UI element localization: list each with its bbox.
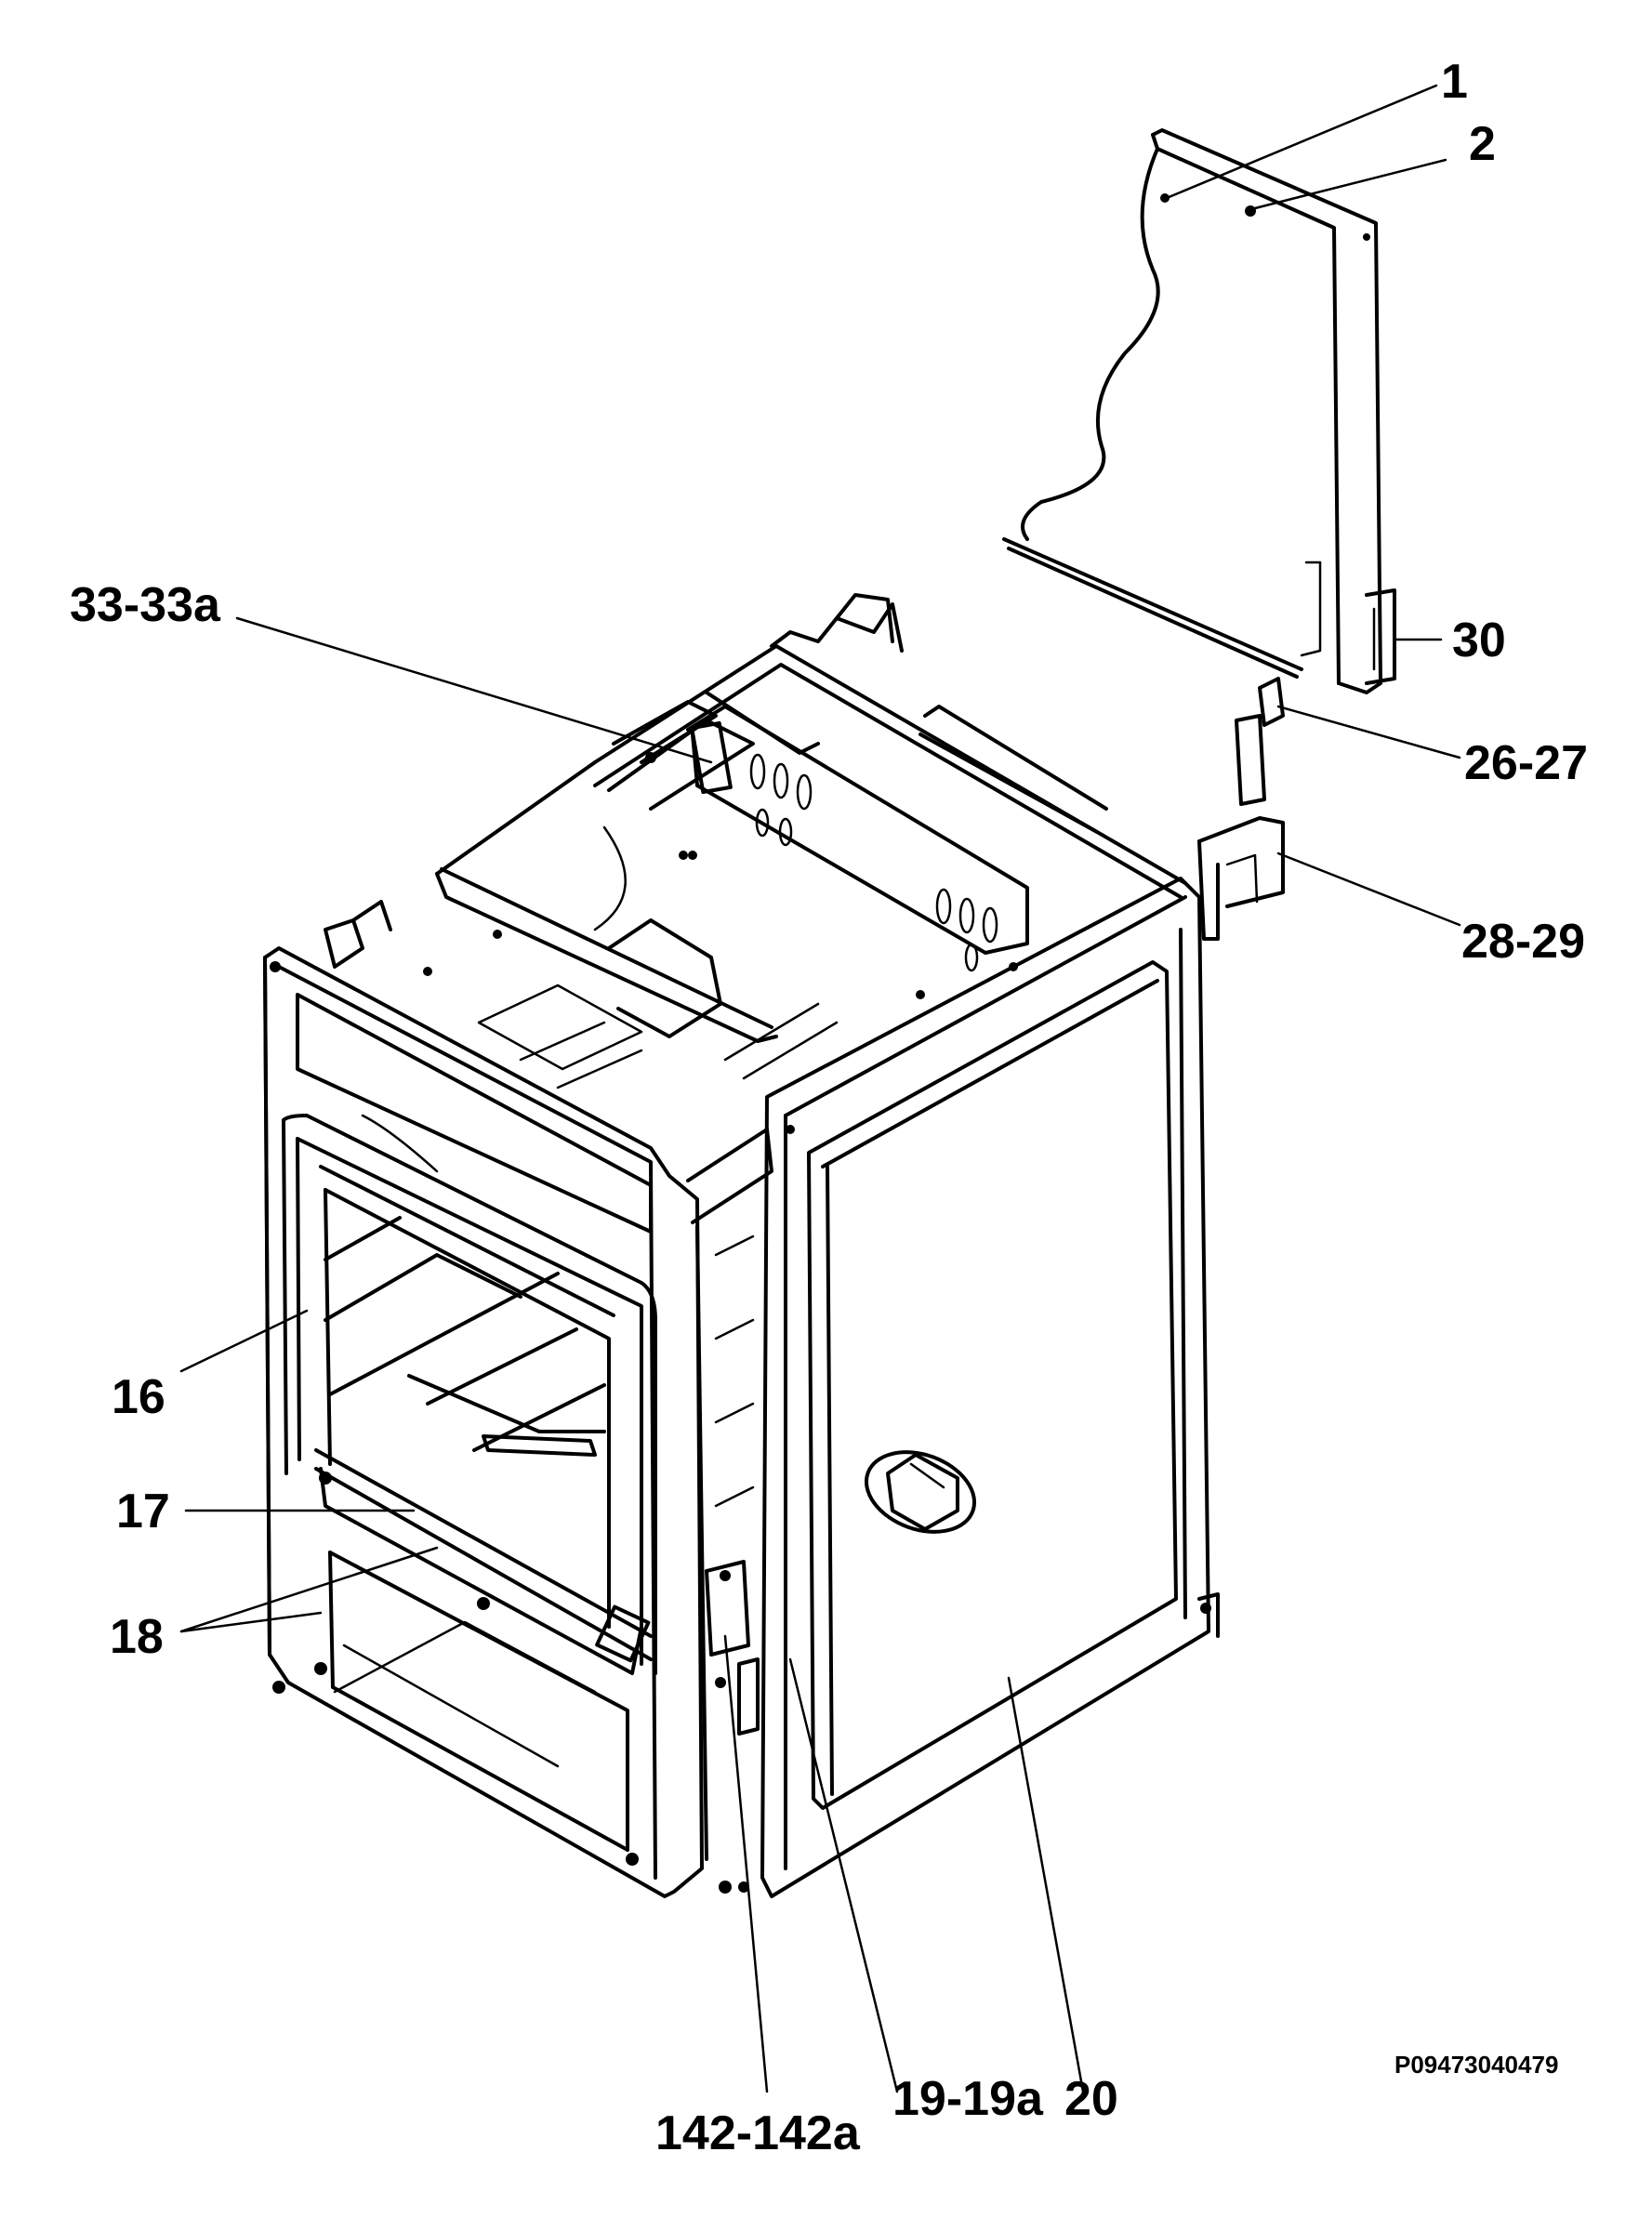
callout-labels: 1 2 30 26-27 28-29 33-33a 16 17 18 142-1… — [70, 55, 1588, 2160]
oven-front-frame — [263, 946, 704, 1898]
rear-vent-plate — [686, 705, 1029, 972]
callout-28-29: 28-29 — [1461, 915, 1585, 969]
callout-142-142a: 142-142a — [655, 2106, 861, 2160]
callout-1: 1 — [1441, 55, 1468, 109]
callout-16: 16 — [112, 1370, 165, 1424]
side-flange — [686, 1128, 773, 1894]
callout-17: 17 — [116, 1485, 170, 1538]
callout-2: 2 — [1469, 117, 1496, 171]
oven-side-panel — [760, 877, 1220, 1898]
callout-18: 18 — [110, 1610, 164, 1664]
callout-20: 20 — [1064, 2072, 1118, 2126]
callout-30: 30 — [1452, 614, 1506, 667]
callout-19-19a: 19-19a — [892, 2072, 1044, 2126]
callout-26-27: 26-27 — [1464, 736, 1588, 790]
rear-top-panel — [1002, 128, 1396, 694]
hinge-assembly — [1197, 677, 1285, 941]
callout-33-33a: 33-33a — [70, 578, 221, 632]
leader-lines — [179, 84, 1461, 2093]
drawing-code: P09473040479 — [1394, 2051, 1558, 2079]
